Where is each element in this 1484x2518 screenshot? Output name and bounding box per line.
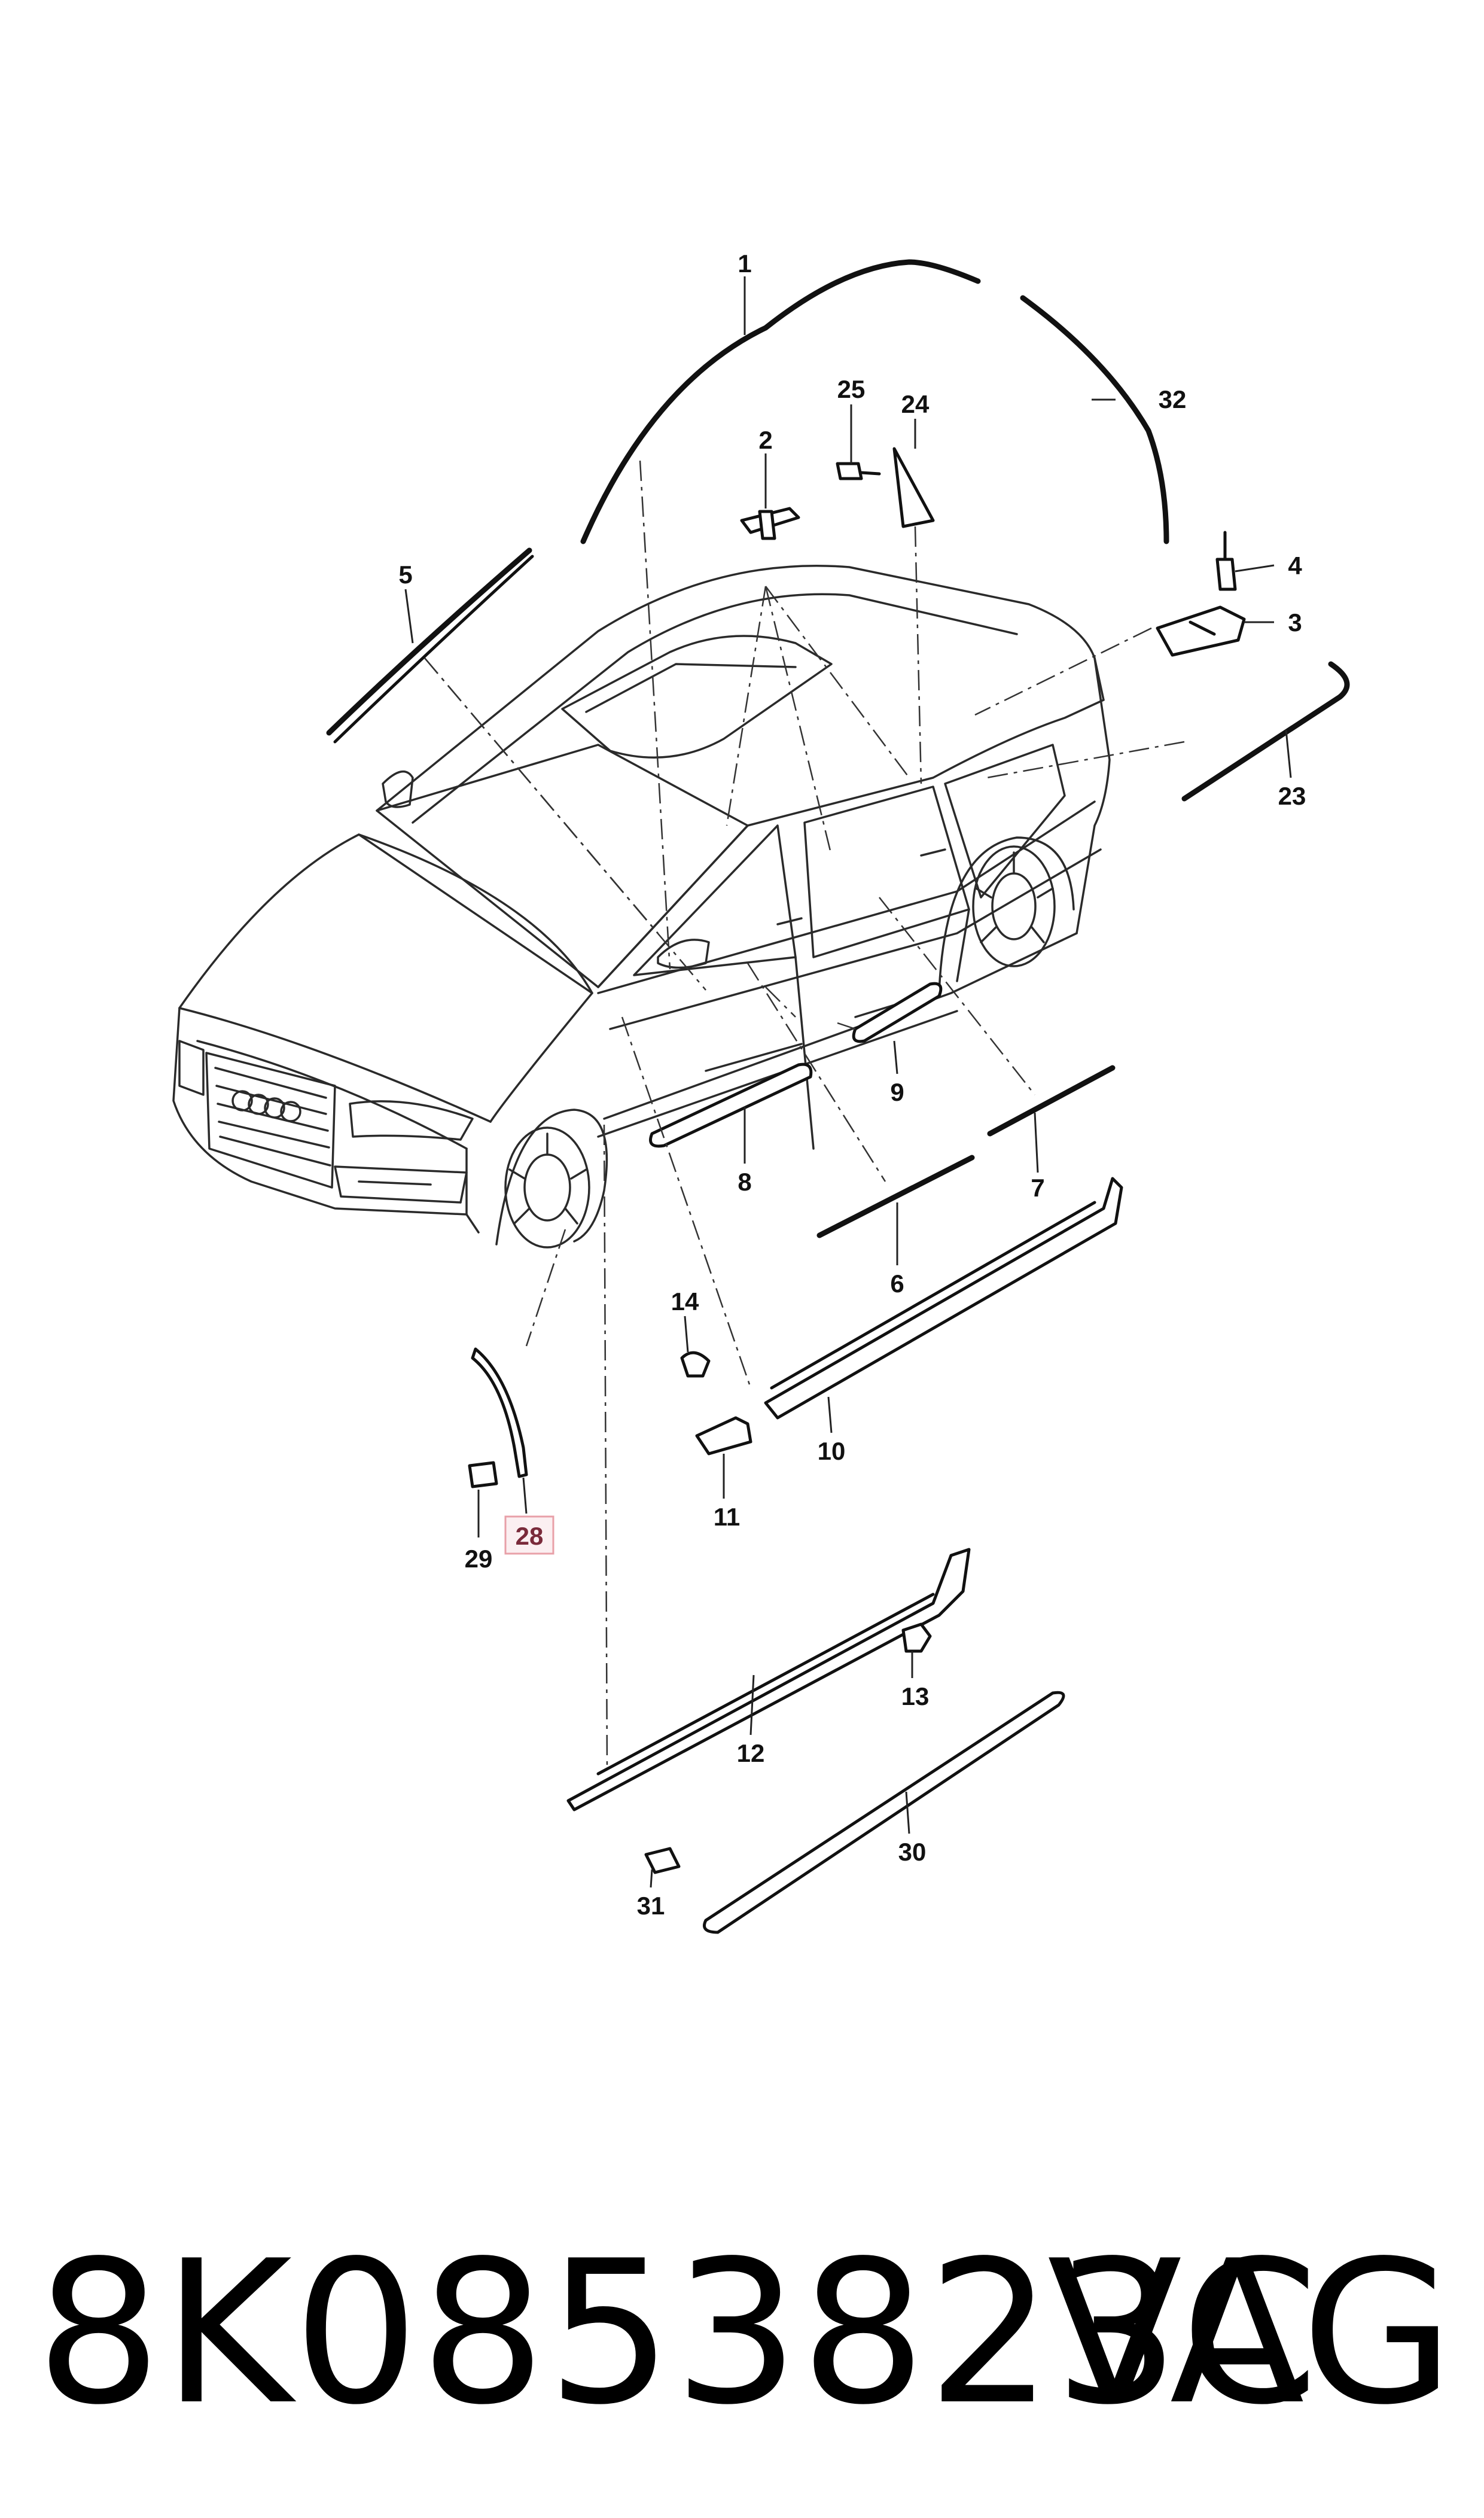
dash-leaders — [424, 460, 1185, 1771]
callout-29: 29 — [465, 1545, 493, 1573]
callout-3: 3 — [1288, 608, 1302, 637]
part-4-stud — [1215, 531, 1237, 591]
callout-30: 30 — [898, 1838, 927, 1866]
part-23-rear-molding — [1181, 661, 1350, 802]
part-8-door-molding — [649, 1062, 813, 1148]
callout-8: 8 — [738, 1168, 751, 1196]
callout-23: 23 — [1278, 782, 1306, 810]
callout-31: 31 — [637, 1892, 665, 1920]
part-30-sill-strip — [703, 1691, 1065, 1934]
part-24-triangle-trim — [892, 447, 935, 528]
part-9-door-molding — [852, 982, 943, 1043]
callout-32: 32 — [1159, 385, 1187, 413]
callout-2: 2 — [758, 426, 772, 454]
callout-11: 11 — [714, 1503, 740, 1531]
callout-28: 28 — [516, 1522, 544, 1550]
part-11-bracket — [695, 1416, 752, 1456]
part-25-screw — [836, 462, 881, 480]
callout-13: 13 — [901, 1682, 930, 1710]
car-illustration — [172, 565, 1111, 1249]
callout-14: 14 — [671, 1287, 699, 1316]
callout-25: 25 — [837, 375, 866, 403]
part-5-windshield-trim — [326, 547, 534, 744]
part-13-nut — [901, 1622, 932, 1653]
callout-9: 9 — [890, 1078, 904, 1106]
callout-6: 6 — [890, 1269, 904, 1298]
parts-diagram: 1 2 3 4 5 6 7 8 9 10 11 12 13 14 23 24 2… — [172, 249, 1350, 1934]
part-28-arch-trim — [471, 1347, 528, 1478]
part-1-roof-trim — [580, 259, 981, 544]
callout-24: 24 — [901, 390, 930, 418]
callout-7: 7 — [1031, 1174, 1044, 1202]
callout-1: 1 — [738, 249, 751, 278]
callout-labels: 1 2 3 4 5 6 7 8 9 10 11 12 13 14 23 24 2… — [398, 249, 1306, 1920]
callout-4: 4 — [1288, 552, 1302, 580]
part-2-clip — [740, 507, 800, 540]
callout-5: 5 — [398, 561, 412, 589]
part-7-strip — [987, 1065, 1116, 1137]
part-14-screw — [680, 1351, 711, 1378]
callout-leaders — [404, 276, 1292, 1888]
footer: 8K0853823C VAG — [0, 2208, 1484, 2459]
part-6-strip — [816, 1155, 975, 1238]
part-number: 8K0853823C — [36, 2218, 1320, 2448]
callout-10: 10 — [818, 1437, 846, 1465]
part-3-bracket — [1156, 605, 1246, 657]
part-31-clip — [644, 1847, 681, 1874]
callout-28-highlight-box — [504, 1515, 554, 1555]
part-29-clip — [468, 1461, 498, 1488]
callout-12: 12 — [737, 1739, 765, 1767]
part-32-rear-roof-trim — [1020, 295, 1169, 544]
brand-label: VAG — [1047, 2218, 1454, 2448]
part-12-sill-panel — [566, 1548, 971, 1811]
part-10-sill-trim — [764, 1177, 1123, 1420]
